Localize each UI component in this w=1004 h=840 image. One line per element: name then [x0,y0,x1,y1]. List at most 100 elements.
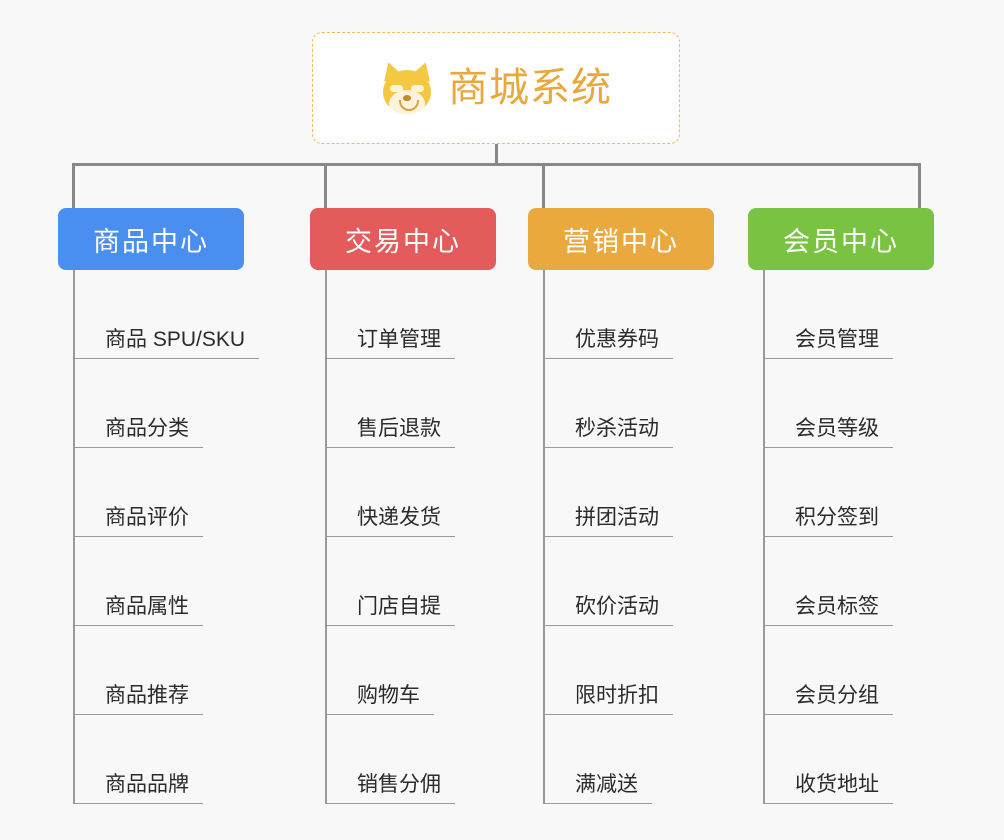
branch-item-label: 会员等级 [795,417,879,440]
shiba-dog-icon [378,59,436,114]
branch-item-label: 订单管理 [357,328,441,351]
branch-item-label: 商品分类 [105,417,189,440]
branch-item-underline [543,714,673,715]
branch-header-label: 商品中心 [93,226,209,257]
branch-item-underline [325,358,455,359]
branch-spine-1 [73,270,75,804]
branch-item[interactable]: 商品分类 [58,359,244,448]
branch-item-underline [763,447,893,448]
branch-item[interactable]: 砍价活动 [528,537,714,626]
branch-item[interactable]: 积分签到 [748,448,934,537]
branch-item-list-2: 订单管理售后退款快递发货门店自提购物车销售分佣 [310,270,496,804]
branch-item-label: 门店自提 [357,595,441,618]
branch-item[interactable]: 快递发货 [310,448,496,537]
branch-item-label: 商品 SPU/SKU [105,328,246,351]
branch-item-label: 商品推荐 [105,684,189,707]
branch-item[interactable]: 商品推荐 [58,626,244,715]
branch-item[interactable]: 购物车 [310,626,496,715]
connector-drop-1 [72,163,75,208]
branch-item[interactable]: 商品品牌 [58,715,244,804]
branch-item-label: 销售分佣 [357,773,441,796]
branch-header-label: 会员中心 [783,226,899,257]
branch-item-label: 会员分组 [795,684,879,707]
branch-item[interactable]: 限时折扣 [528,626,714,715]
branch-item-label: 快递发货 [357,506,441,529]
branch-item-list-4: 会员管理会员等级积分签到会员标签会员分组收货地址 [748,270,934,804]
branch-header-3[interactable]: 营销中心 [528,208,714,270]
branch-item[interactable]: 会员标签 [748,537,934,626]
branch-item-list-1: 商品 SPU/SKU 商品分类商品评价商品属性商品推荐商品品牌 [58,270,260,804]
branch-item-underline [73,625,203,626]
branch-item-label: 拼团活动 [575,506,659,529]
branch-item-underline [325,447,455,448]
branch-item-label: 优惠券码 [575,328,659,351]
branch-item-label: 收货地址 [795,773,879,796]
branch-item[interactable]: 会员等级 [748,359,934,448]
connector-root-stem [495,144,498,166]
branch-header-label: 交易中心 [345,226,461,257]
branch-header-2[interactable]: 交易中心 [310,208,496,270]
root-node-title: 商城系统 [448,66,612,110]
branch-item-underline [763,536,893,537]
branch-item-underline [543,447,673,448]
branch-item[interactable]: 优惠券码 [528,270,714,359]
branch-header-1[interactable]: 商品中心 [58,208,244,270]
branch-item-label: 会员管理 [795,328,879,351]
branch-item[interactable]: 销售分佣 [310,715,496,804]
root-node-card[interactable]: 商城系统 [312,32,680,144]
branch-item-label: 售后退款 [357,417,441,440]
branch-item-underline [543,536,673,537]
branch-item-label: 购物车 [357,684,420,707]
branch-item-label: 积分签到 [795,506,879,529]
branch-header-4[interactable]: 会员中心 [748,208,934,270]
branch-spine-2 [325,270,327,804]
connector-drop-3 [542,163,545,208]
branch-item-label: 商品评价 [105,506,189,529]
branch-column-3: 营销中心优惠券码秒杀活动拼团活动砍价活动限时折扣满减送 [528,208,714,804]
branch-item[interactable]: 订单管理 [310,270,496,359]
connector-drop-2 [324,163,327,208]
branch-item[interactable]: 商品 SPU/SKU [58,270,260,359]
branch-header-label: 营销中心 [563,226,679,257]
branch-spine-3 [543,270,545,804]
branch-item-label: 会员标签 [795,595,879,618]
branch-item[interactable]: 会员分组 [748,626,934,715]
branch-item[interactable]: 商品评价 [58,448,244,537]
branch-item-underline [325,714,434,715]
connector-drop-4 [918,163,921,208]
branch-item-underline [763,803,893,804]
branch-item-underline [73,447,203,448]
branch-item-underline [763,358,893,359]
branch-item-label: 限时折扣 [575,684,659,707]
branch-item-underline [763,625,893,626]
branch-item[interactable]: 商品属性 [58,537,244,626]
branch-item-label: 砍价活动 [575,595,659,618]
branch-item-underline [325,625,455,626]
branch-item[interactable]: 收货地址 [748,715,934,804]
branch-item-underline [73,358,260,359]
branch-item[interactable]: 门店自提 [310,537,496,626]
branch-item-underline [73,714,203,715]
branch-item[interactable]: 满减送 [528,715,714,804]
branch-spine-4 [763,270,765,804]
dog-eye-right-icon [411,85,424,92]
branch-item[interactable]: 秒杀活动 [528,359,714,448]
branch-item[interactable]: 拼团活动 [528,448,714,537]
dog-nose-icon [403,95,411,101]
branch-item-label: 秒杀活动 [575,417,659,440]
branch-item-underline [73,803,203,804]
branch-item-underline [763,714,893,715]
branch-column-2: 交易中心订单管理售后退款快递发货门店自提购物车销售分佣 [310,208,496,804]
branch-item[interactable]: 售后退款 [310,359,496,448]
branch-item-label: 商品品牌 [105,773,189,796]
branch-item-list-3: 优惠券码秒杀活动拼团活动砍价活动限时折扣满减送 [528,270,714,804]
branch-item[interactable]: 会员管理 [748,270,934,359]
branch-item-label: 满减送 [575,773,638,796]
branch-item-label: 商品属性 [105,595,189,618]
branch-item-underline [73,536,203,537]
branch-column-4: 会员中心会员管理会员等级积分签到会员标签会员分组收货地址 [748,208,934,804]
branch-item-underline [543,803,652,804]
dog-eye-left-icon [390,85,403,92]
branch-item-underline [543,625,673,626]
